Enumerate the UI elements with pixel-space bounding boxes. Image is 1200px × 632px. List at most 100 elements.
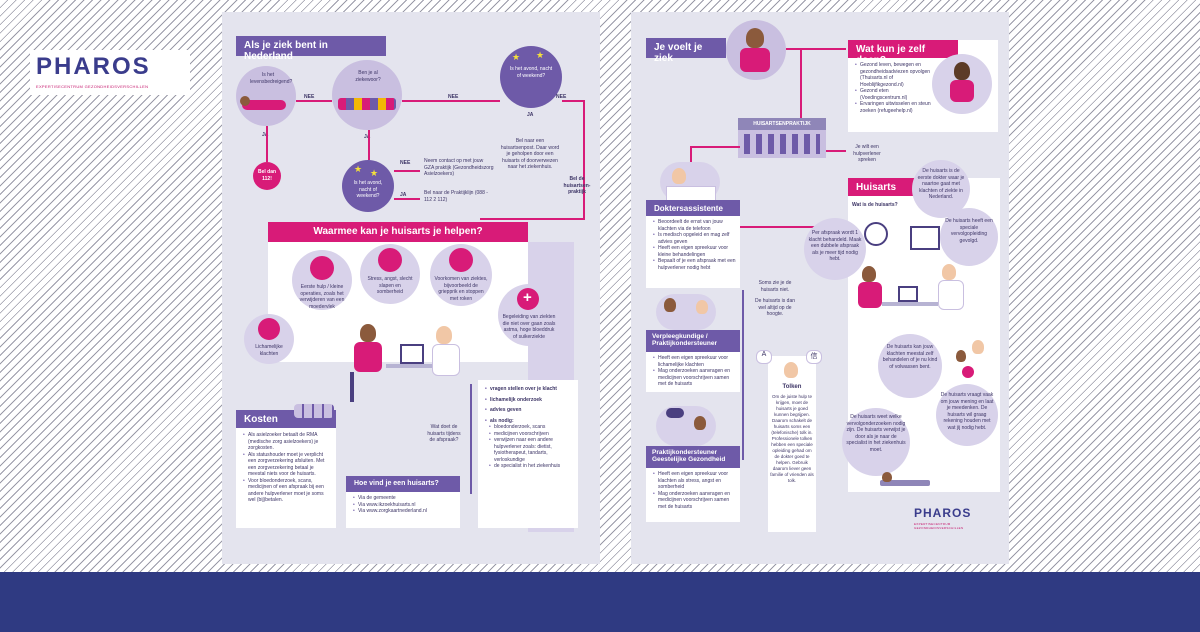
arrow bbox=[562, 100, 584, 102]
help-circle-4: + Begeleiding van ziekten die niet over … bbox=[498, 284, 560, 346]
person-head bbox=[694, 416, 706, 430]
assistente-item: Heeft een eigen spreekuur voor kleine be… bbox=[653, 245, 737, 258]
kosten-item: Als asielzoeker betaalt de RMA (medische… bbox=[243, 432, 332, 452]
doctor-head bbox=[942, 264, 956, 280]
nee-label-3: NEE bbox=[556, 94, 567, 100]
help-title: Waarmee kan je huisarts je helpen? bbox=[268, 222, 528, 242]
patient-head bbox=[862, 266, 876, 282]
opleiding-text: De huisarts heeft een speciale vervolgop… bbox=[945, 218, 993, 244]
ja-label-3: JA bbox=[364, 134, 370, 141]
soms-text: Soms zie je de huisarts niet. bbox=[758, 280, 792, 293]
assistente-circle bbox=[660, 162, 720, 202]
patient-body bbox=[354, 342, 382, 372]
help-item-physical: Lichamelijke klachten bbox=[255, 344, 283, 357]
ja-label-4: JA bbox=[400, 192, 407, 198]
ja-label-2: JA bbox=[262, 132, 268, 139]
pharos-logo-small: PHAROS EXPERTISECENTRUM GEZONDHEIDSVERSC… bbox=[914, 506, 994, 530]
praktijk-sign: HUISARTSENPRAKTIJK bbox=[738, 118, 826, 130]
arrow bbox=[402, 100, 500, 102]
left-title: Als je ziek bent in Nederland bbox=[236, 36, 386, 62]
knee-icon bbox=[258, 318, 280, 340]
visit-subitem: verwijzen naar een andere hulpverlener z… bbox=[489, 437, 572, 463]
vervolg-text: De huisarts weet welke vervolgonderzoeke… bbox=[846, 414, 906, 453]
exercise-circle bbox=[932, 54, 992, 114]
ggz-item: Heeft een eigen spreekuur voor klachten … bbox=[653, 471, 737, 491]
klachten-text: De huisarts kan jouw klachten meestal ze… bbox=[882, 344, 938, 370]
huisarts-title: Huisarts bbox=[848, 178, 918, 196]
exercise-body bbox=[950, 80, 974, 102]
arrow bbox=[786, 48, 846, 50]
q3-circle: ★ ★ Is het avond, nacht of weekend? bbox=[500, 46, 562, 108]
assistente-head bbox=[672, 168, 686, 184]
zelf-item: Gezond leven, bewegen en gezondheidsadvi… bbox=[855, 62, 936, 88]
arrow bbox=[394, 198, 420, 200]
arrow bbox=[394, 170, 420, 172]
visit-question: Wat doet de huisarts tijdens de afspraak… bbox=[427, 424, 461, 443]
klachten-circle: De huisarts kan jouw klachten meestal ze… bbox=[878, 334, 942, 398]
huisarts-scene-illustration bbox=[858, 262, 968, 338]
visit-subitem: bloedonderzoek, scans bbox=[489, 424, 572, 431]
help-hulp-text: Eerste hulp / kleine operaties, zoals he… bbox=[299, 284, 345, 310]
kosten-item: Voor bloedonderzoek, scans, medicijnen o… bbox=[243, 478, 332, 504]
ggz-title: Praktijkondersteuner Geestelijke Gezondh… bbox=[646, 446, 740, 468]
tolken-box: A 信 Tolken Om de juiste hulp te krijgen,… bbox=[756, 350, 822, 532]
vind-item: Via www.ikzoekhuisarts.nl bbox=[353, 502, 456, 509]
interpreter-head bbox=[784, 362, 798, 378]
visit-item: lichamelijk onderzoek bbox=[485, 397, 572, 404]
post-text: Bel naar een huisartsenpost. Daar word j… bbox=[500, 138, 560, 170]
zelf-box: Wat kun je zelf doen? Gezond leven, bewe… bbox=[848, 40, 998, 132]
vind-item: Via de gemeente bbox=[353, 495, 456, 502]
doctor-body bbox=[938, 280, 964, 310]
star-icon: ★ bbox=[354, 164, 363, 174]
ggz-item: Mag onderzoeken aanvragen en medicijnen … bbox=[653, 491, 737, 511]
vind-box: Hoe vind je een huisarts? Via de gemeent… bbox=[346, 476, 460, 528]
bracket bbox=[470, 384, 472, 494]
monitor-icon bbox=[898, 286, 918, 302]
star-icon: ★ bbox=[536, 50, 545, 60]
building-windows bbox=[744, 134, 820, 154]
visit-subitem: de specialist in het ziekenhuis bbox=[489, 463, 572, 470]
child-head bbox=[956, 350, 966, 362]
nee-label-2: NEE bbox=[448, 94, 459, 100]
praktijklijn-text: Bel naar de Praktijklijn (088 - 112 2 11… bbox=[424, 190, 488, 203]
assistente-title: Doktersassistente bbox=[646, 200, 740, 216]
q1-text: Is het levensbedreigend? bbox=[250, 72, 293, 85]
help-circle-3: Voorkomen van ziektes, bijvoorbeeld de g… bbox=[430, 244, 492, 306]
bandage-icon bbox=[310, 256, 334, 280]
sick-person-circle bbox=[726, 20, 786, 80]
afspraak-circle: Per afspraak wordt 1 klacht behandeld. M… bbox=[804, 218, 866, 280]
ggz-box: Praktijkondersteuner Geestelijke Gezondh… bbox=[646, 446, 740, 522]
plus-badge-icon bbox=[962, 366, 974, 378]
desk bbox=[386, 364, 446, 368]
assistente-item: Is medisch opgeleid en mag zelf advies g… bbox=[653, 232, 737, 245]
q4-circle: ★ ★ Is het avond, nacht of weekend? bbox=[342, 160, 394, 212]
wat-is-text: Wat is de huisarts? bbox=[852, 202, 898, 208]
adult-head bbox=[972, 340, 984, 354]
q2-text: Ben je al ziekewoor? bbox=[355, 70, 381, 83]
assistente-item: Bepaalt of je een afspraak met een hulpv… bbox=[653, 258, 737, 271]
ja-label: JA bbox=[527, 112, 534, 118]
head-icon bbox=[240, 96, 250, 106]
doctor-head bbox=[436, 326, 452, 344]
patient-head bbox=[360, 324, 376, 342]
vervolg-circle: De huisarts weet welke vervolgonderzoeke… bbox=[842, 408, 910, 476]
doctor-scene-illustration bbox=[340, 320, 470, 410]
sick-body bbox=[740, 48, 770, 72]
stress-head-icon bbox=[378, 248, 402, 272]
star-icon: ★ bbox=[370, 168, 379, 178]
tolken-title: Tolken bbox=[782, 384, 802, 390]
speech-bubble-a: A bbox=[756, 350, 772, 364]
help-item-stress: Stress, angst, slecht slapen en somberhe… bbox=[367, 276, 413, 295]
assistente-box: Doktersassistente Beoordeelt de ernst va… bbox=[646, 200, 740, 288]
patient-body bbox=[858, 282, 882, 308]
coins-icon bbox=[294, 404, 334, 418]
visit-list-box: vragen stellen over je klacht lichamelij… bbox=[478, 380, 578, 528]
first-aid-icon: + bbox=[517, 288, 539, 310]
chair bbox=[350, 372, 354, 402]
zelf-item: Gezond eten (Voedingscentrum.nl) bbox=[855, 88, 936, 101]
arrow bbox=[740, 226, 846, 228]
help-item-chronic: Begeleiding van ziekten die niet over ga… bbox=[502, 314, 556, 340]
ggz-circle bbox=[656, 406, 716, 446]
arrow bbox=[296, 100, 332, 102]
help-circle-2: Stress, angst, slecht slapen en somberhe… bbox=[360, 244, 420, 304]
